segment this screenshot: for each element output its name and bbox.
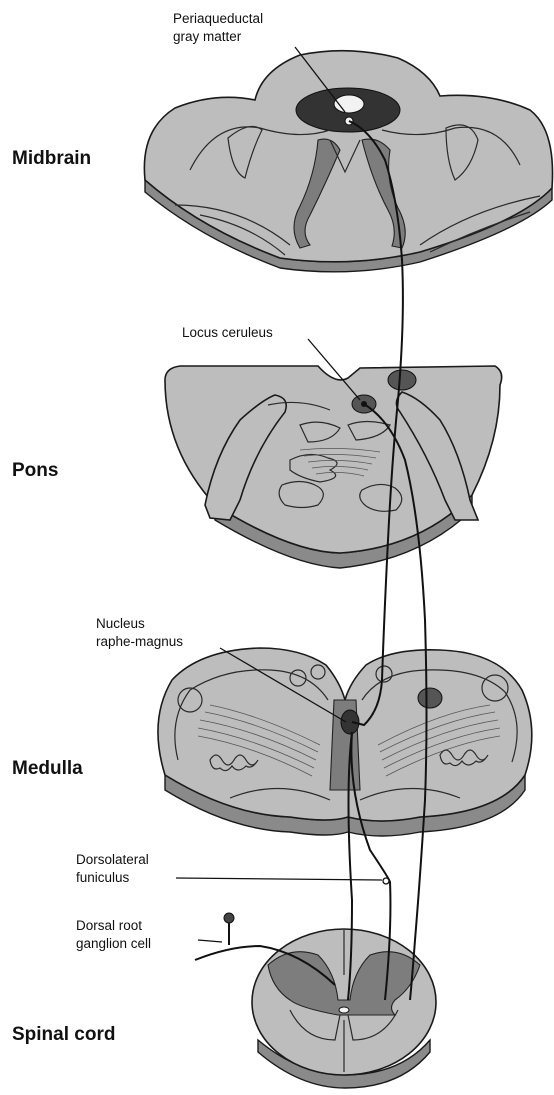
region-label-pons: Pons [12, 460, 58, 481]
region-label-medulla: Medulla [12, 758, 83, 779]
region-label-spinal-cord: Spinal cord [12, 1024, 115, 1045]
midbrain-section [144, 51, 552, 272]
ganglion-cell-body [224, 913, 234, 923]
dorsolateral-funiculus-marker [383, 878, 389, 884]
label-nucleus-raphe-line2: raphe-magnus [96, 634, 183, 649]
medulla-nucleus-right [418, 688, 442, 708]
label-periaqueductal-line1: Periaqueductal [173, 11, 263, 26]
label-drg-line1: Dorsal root [76, 918, 142, 933]
pons-section [165, 366, 502, 568]
label-nucleus-raphe-line1: Nucleus [96, 616, 145, 631]
label-periaqueductal-line2: gray matter [173, 29, 242, 44]
label-drg-line2: ganglion cell [76, 936, 151, 951]
spinal-cord-section [252, 929, 436, 1088]
locus-ceruleus-nucleus-right [388, 370, 416, 390]
leader-drg [198, 940, 222, 942]
region-label-midbrain: Midbrain [12, 148, 91, 169]
medulla-section [158, 648, 532, 836]
label-dorsolateral-line2: funiculus [76, 870, 130, 885]
label-dorsolateral-line1: Dorsolateral [76, 852, 149, 867]
central-canal [339, 1007, 349, 1013]
label-locus-ceruleus: Locus ceruleus [182, 325, 273, 340]
nucleus-raphe-magnus [341, 710, 359, 734]
